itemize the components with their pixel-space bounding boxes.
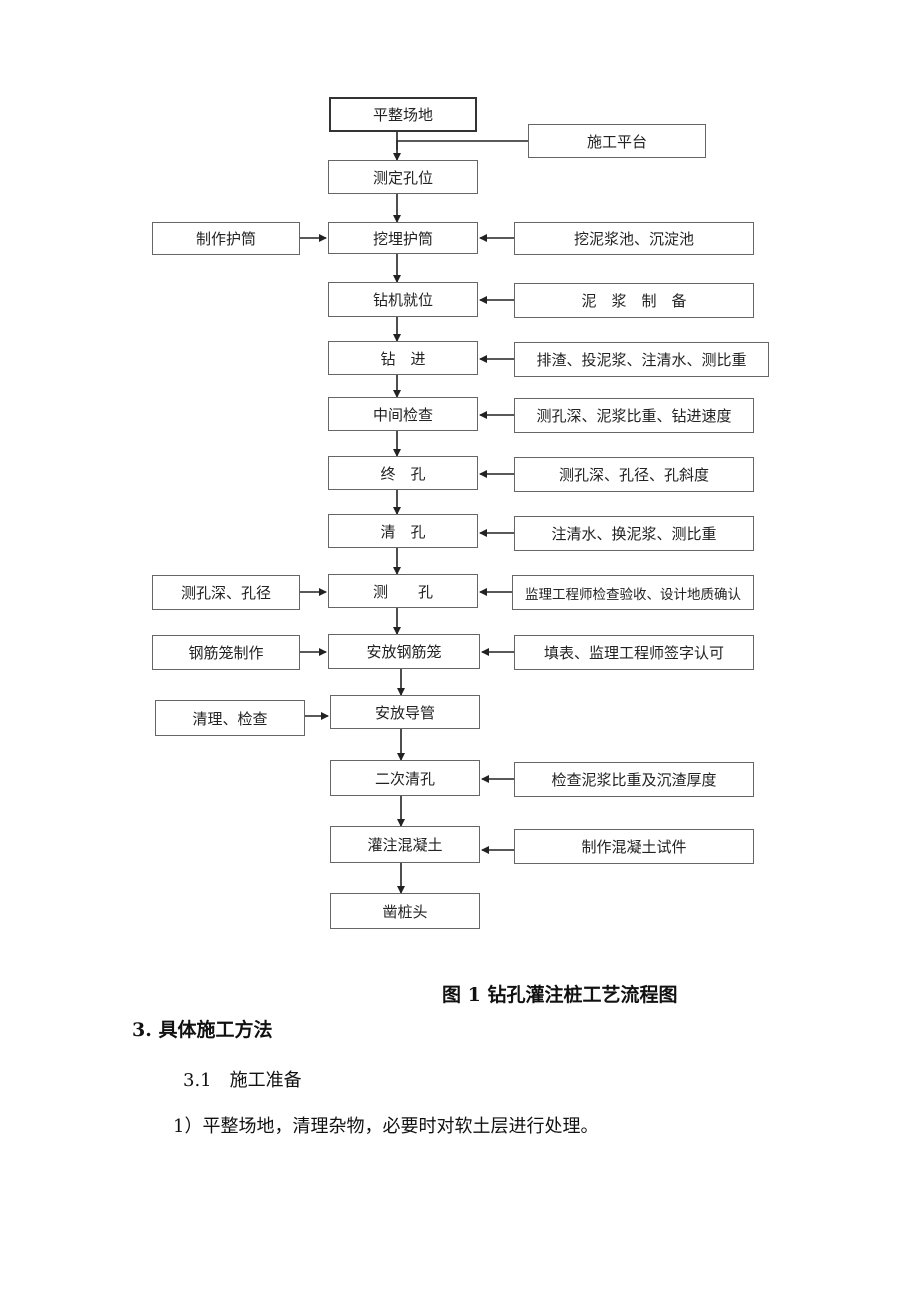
input-label: 排渣、投泥浆、注清水、测比重 [536,351,747,369]
input-label: 钢筋笼制作 [188,644,264,662]
step-label: 挖埋护筒 [372,229,433,248]
input-box: 泥 浆 制 备 [514,283,754,318]
input-label: 检查泥浆比重及沉渣厚度 [551,771,717,789]
step-label: 测 孔 [372,582,433,601]
input-label: 制作混凝土试件 [581,838,687,856]
input-box: 施工平台 [528,124,706,158]
step-label: 中间检查 [372,405,433,424]
input-box: 注清水、换泥浆、测比重 [514,516,754,551]
input-label: 注清水、换泥浆、测比重 [551,525,717,543]
step-label: 安放钢筋笼 [366,643,442,661]
step-box: 清 孔 [328,514,478,548]
step-box: 钻 进 [328,341,478,375]
step-box: 安放导管 [330,695,480,729]
input-label: 测孔深、泥浆比重、钻进速度 [536,407,732,425]
body-paragraph: 1）平整场地，清理杂物，必要时对软土层进行处理。 [173,1116,599,1137]
input-box: 清理、检查 [155,700,305,736]
step-label: 二次清孔 [374,769,435,788]
step-box: 平整场地 [329,97,477,132]
step-label: 清 孔 [380,522,426,541]
step-label: 测定孔位 [372,168,433,187]
flow-connectors [300,132,528,894]
input-box: 钢筋笼制作 [152,635,300,670]
input-box: 排渣、投泥浆、注清水、测比重 [514,342,769,377]
input-box: 制作混凝土试件 [514,829,754,864]
input-box: 测孔深、孔径、孔斜度 [514,457,754,492]
input-box: 测孔深、孔径 [152,575,300,610]
input-label: 施工平台 [586,132,647,151]
input-label: 测孔深、孔径、孔斜度 [558,466,709,484]
input-box: 制作护筒 [152,222,300,255]
step-label: 灌注混凝土 [367,836,443,854]
step-box: 终 孔 [328,456,478,490]
input-label: 填表、监理工程师签字认可 [543,644,724,662]
step-box: 二次清孔 [330,760,480,796]
input-box: 挖泥浆池、沉淀池 [514,222,754,255]
input-label: 制作护筒 [195,230,256,248]
subsection-heading: 3.1 施工准备 [183,1070,302,1091]
step-label: 钻 进 [380,349,426,368]
input-label: 测孔深、孔径 [180,584,271,602]
step-box: 钻机就位 [328,282,478,317]
input-label: 清理、检查 [192,709,268,728]
step-label: 钻机就位 [372,291,433,309]
step-box: 凿桩头 [330,893,480,929]
step-label: 凿桩头 [382,902,428,921]
step-box: 安放钢筋笼 [328,634,480,669]
input-box: 测孔深、泥浆比重、钻进速度 [514,398,754,433]
step-label: 安放导管 [374,703,435,722]
step-box: 灌注混凝土 [330,826,480,863]
step-box: 测定孔位 [328,160,478,194]
input-label: 挖泥浆池、沉淀池 [573,230,694,248]
section-heading: 3. 具体施工方法 [132,1019,273,1041]
step-box: 测 孔 [328,574,478,608]
input-label: 泥 浆 制 备 [581,292,687,310]
step-box: 中间检查 [328,397,478,431]
input-box: 检查泥浆比重及沉渣厚度 [514,762,754,797]
step-box: 挖埋护筒 [328,222,478,254]
step-label: 终 孔 [380,464,426,483]
flow-connector [396,140,528,150]
step-label: 平整场地 [372,106,433,124]
input-box: 填表、监理工程师签字认可 [514,635,754,670]
input-box: 监理工程师检查验收、设计地质确认 [512,575,754,610]
figure-caption: 图 1 钻孔灌注桩工艺流程图 [442,984,678,1006]
input-label: 监理工程师检查验收、设计地质确认 [525,586,741,603]
